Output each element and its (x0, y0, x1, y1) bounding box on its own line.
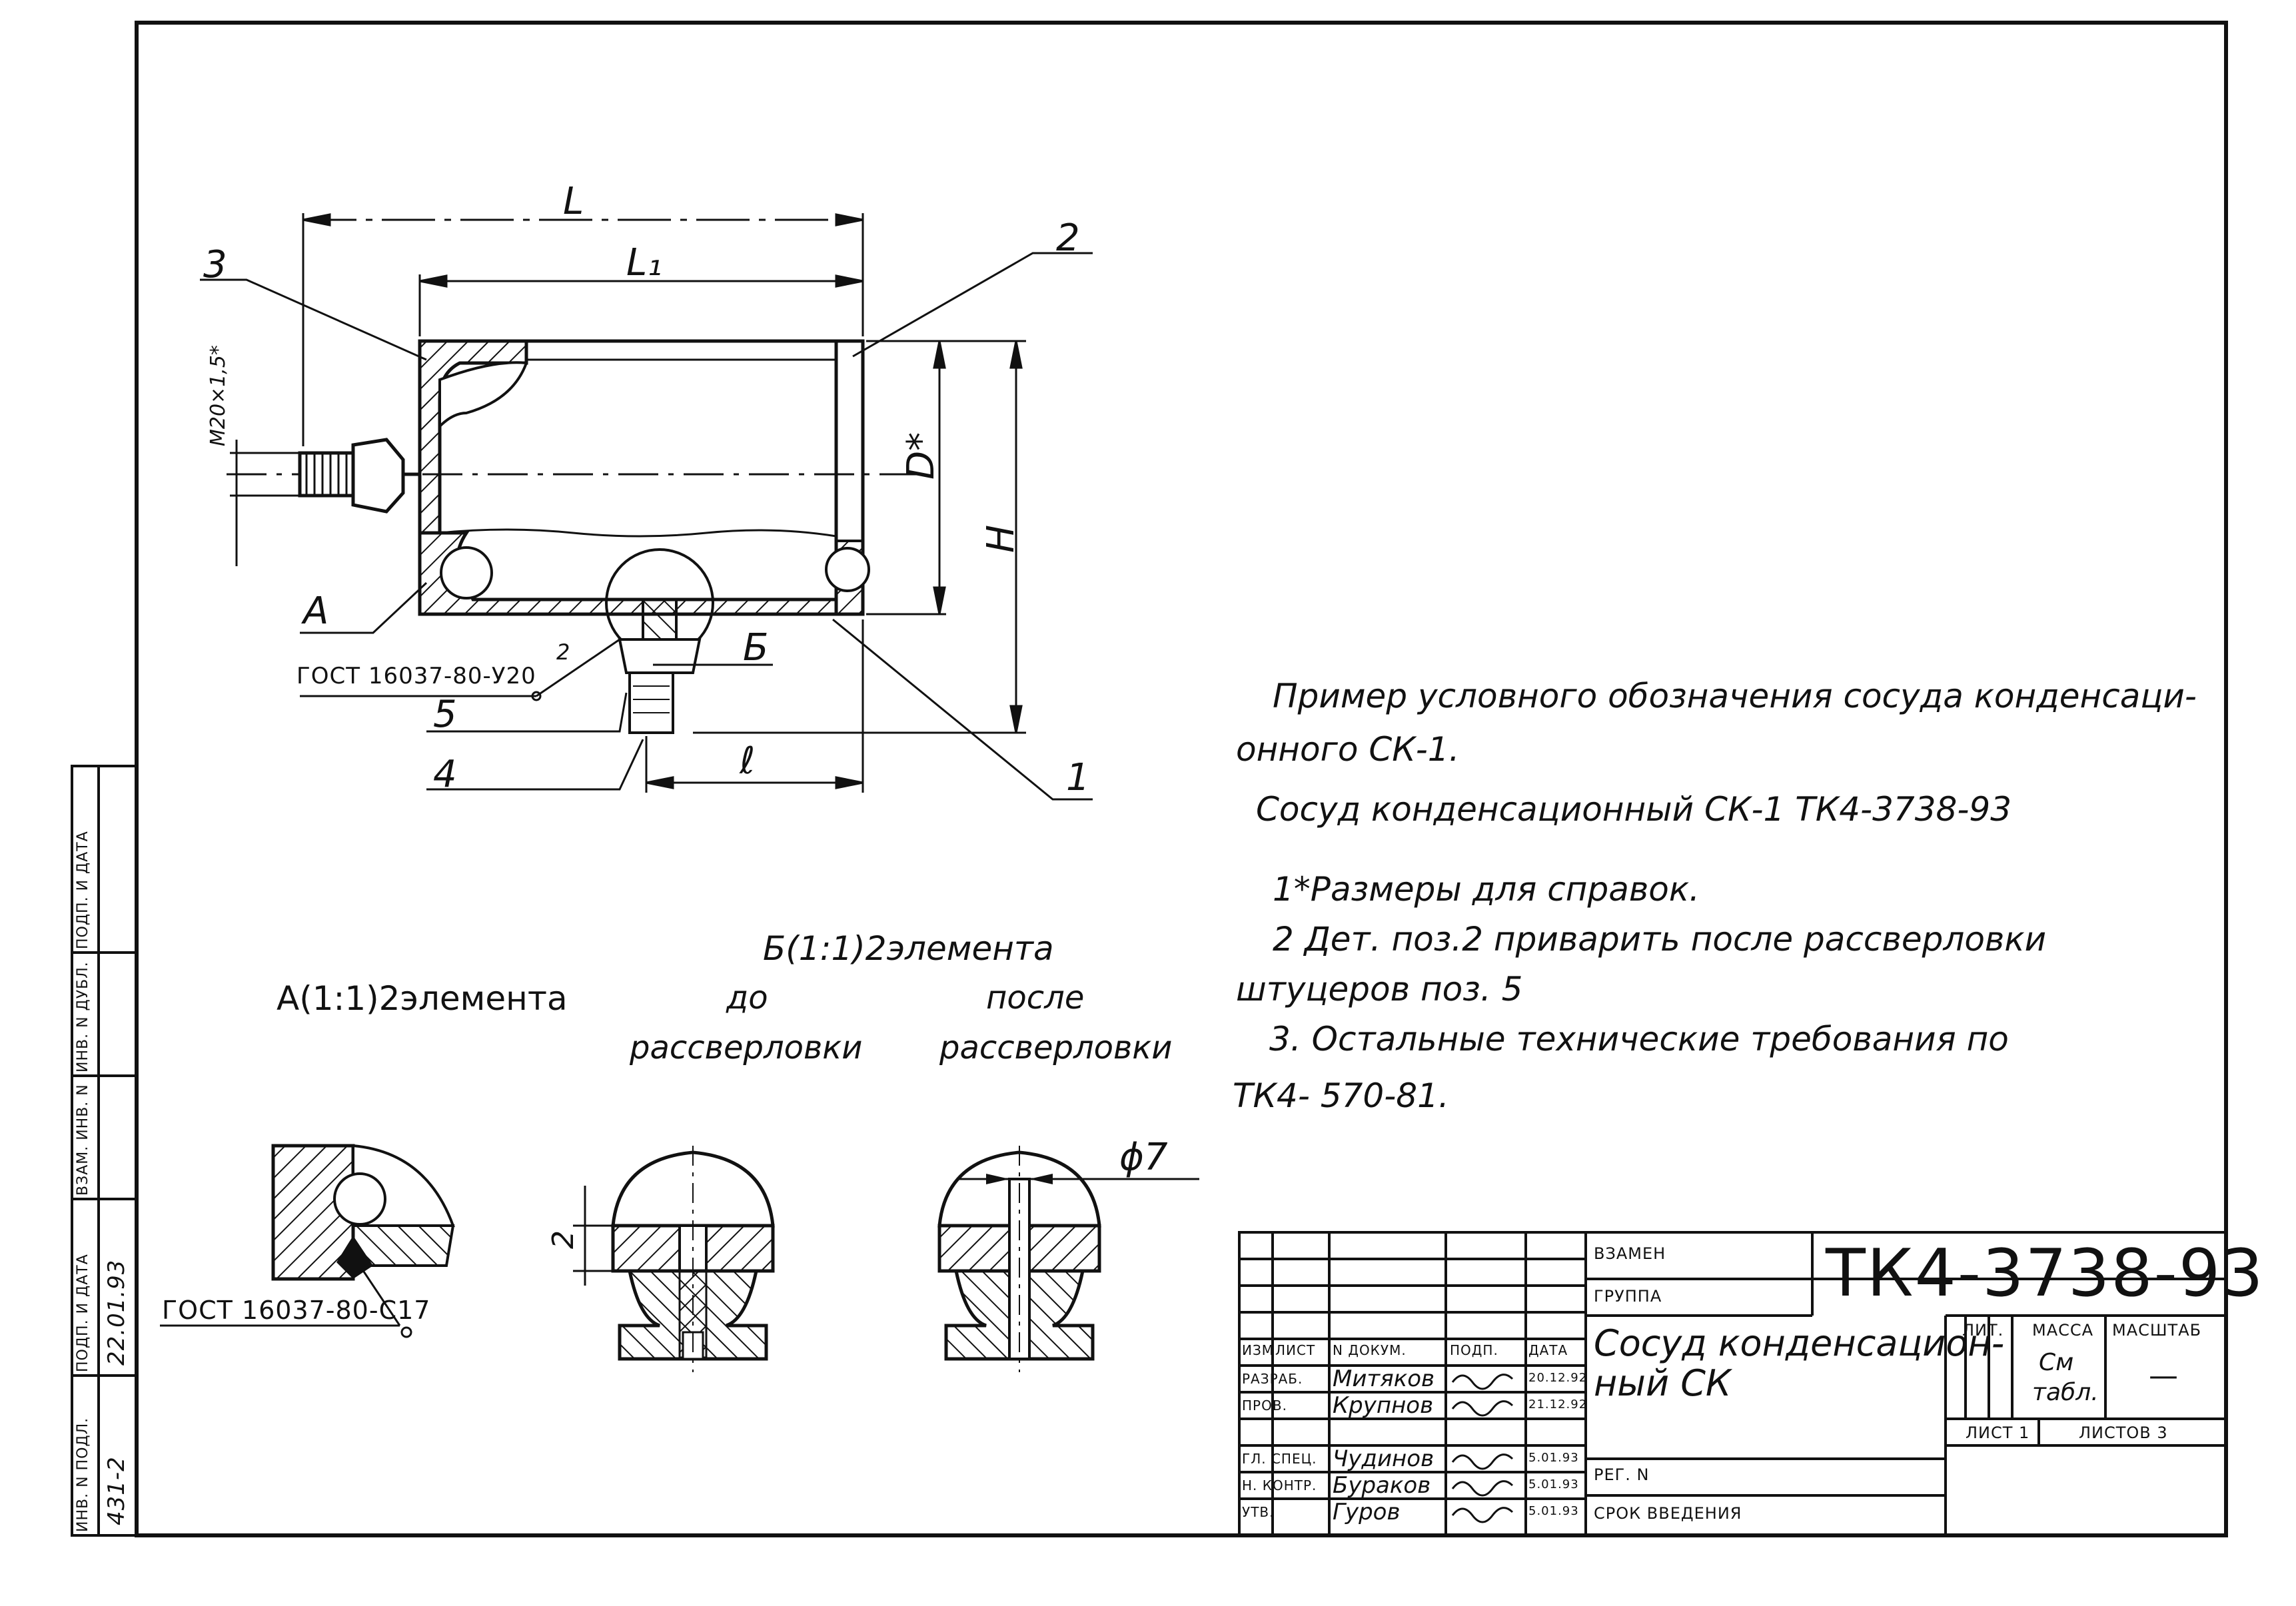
dimension-lines (230, 213, 1026, 793)
tb-lit: ЛИТ. (1962, 1321, 2004, 1340)
callout-1: 1 (1066, 756, 1090, 799)
detail-a-view (271, 1144, 455, 1281)
sidebar-podp-data-2: ПОДП. И ДАТА (75, 831, 91, 949)
dim-small-l: ℓ (740, 739, 756, 783)
tb-masshtab: МАСШТАБ (2112, 1321, 2202, 1340)
title-block-grid (1238, 1231, 2227, 1537)
callout-a: A (303, 590, 329, 633)
tb-row-name: Крупнов (1333, 1392, 1434, 1419)
tb-row-name: Бураков (1333, 1472, 1431, 1499)
tb-vzamen: ВЗАМЕН (1594, 1244, 1666, 1263)
tb-masshtab-value: — (2149, 1359, 2178, 1393)
tb-row-name: Митяков (1333, 1366, 1435, 1392)
view-label-after-2: рассверловки (939, 1029, 1173, 1066)
callout-2: 2 (1056, 216, 1080, 260)
dim-thread: M20×1,5* (207, 345, 230, 446)
tb-header-izm: ИЗМ (1242, 1342, 1275, 1358)
tb-gruppa: ГРУППА (1594, 1287, 1662, 1306)
tb-list: ЛИСТ 1 (1966, 1423, 2030, 1442)
tb-header-podp: ПОДП. (1450, 1342, 1498, 1358)
detail-b-before-view (573, 1146, 775, 1372)
note-example-line1: Пример условного обозначения сосуда конд… (1273, 677, 2197, 715)
note-3-line2: ТК4- 570-81. (1233, 1076, 1449, 1115)
tb-title-line2: ный СК (1594, 1362, 1732, 1404)
tb-row-role: РАЗРАБ. (1242, 1371, 1303, 1387)
note-2-line1: 2 Дет. поз.2 приварить после рассверловк… (1273, 920, 2047, 959)
sidebar-podp-data: ПОДП. И ДАТА (75, 1254, 91, 1372)
detail-b-after-view (937, 1146, 1199, 1372)
sidebar-stamp (71, 765, 138, 1537)
callout-4: 4 (433, 753, 457, 796)
tb-row-role: ГЛ. СПЕЦ. (1242, 1451, 1317, 1467)
callout-weld-small: 2 (556, 639, 570, 665)
tb-header-list: ЛИСТ (1275, 1342, 1316, 1358)
callout-5: 5 (433, 693, 457, 736)
tb-massa: МАССА (2032, 1321, 2094, 1340)
tb-header-dokum: N ДОКУМ. (1333, 1342, 1407, 1358)
view-title-b: Б(1:1)2элемента (763, 929, 1054, 968)
vessel-section (227, 339, 919, 734)
callout-weld-detail: ГОСТ 16037-80-С17 (162, 1296, 431, 1325)
view-title-a: A(1:1)2элемента (277, 979, 568, 1018)
tb-row-name: Чудинов (1333, 1445, 1435, 1472)
tb-srok: СРОК ВВЕДЕНИЯ (1594, 1504, 1742, 1523)
dim-two: 2 (546, 1230, 580, 1249)
tb-row-date: 5.01.93 (1528, 1504, 1579, 1518)
callout-3: 3 (203, 243, 227, 286)
signature-marks (1451, 1374, 1514, 1523)
note-1: 1*Размеры для справок. (1273, 870, 1700, 909)
sidebar-inv-value: 431-2 (103, 1456, 130, 1525)
tb-row-date: 20.12.92 (1528, 1371, 1588, 1385)
tb-row-date: 21.12.92 (1528, 1398, 1588, 1411)
view-label-before-2: рассверловки (630, 1029, 863, 1066)
tb-row-date: 5.01.93 (1528, 1477, 1579, 1491)
callout-weld-main: ГОСТ 16037-80-У20 (296, 663, 536, 689)
callout-b: Б (743, 626, 769, 669)
dim-d: D* (899, 432, 943, 480)
tb-title-line1: Сосуд конденсацион- (1594, 1322, 2005, 1364)
dim-phi7: ϕ7 (1119, 1136, 1168, 1179)
tb-doc-number: ТК4-3738-93 (1826, 1236, 2265, 1312)
sidebar-inv-dubl: ИНВ. N ДУБЛ. (75, 961, 91, 1072)
tb-row-role: Н. КОНТР. (1242, 1477, 1317, 1493)
sidebar-inv-podl: ИНВ. N ПОДЛ. (75, 1417, 91, 1532)
tb-listov: ЛИСТОВ 3 (2079, 1423, 2168, 1442)
tb-row-role: ПРОВ. (1242, 1398, 1287, 1413)
sidebar-date-value: 22.01.93 (103, 1259, 130, 1366)
sidebar-vzam-inv: ВЗАМ. ИНВ. N (75, 1084, 91, 1196)
tb-header-data: ДАТА (1528, 1342, 1568, 1358)
tb-reg: РЕГ. N (1594, 1465, 1650, 1484)
tb-row-name: Гуров (1333, 1499, 1401, 1525)
tb-massa-value-2: табл. (2032, 1379, 2099, 1406)
note-3-line1: 3. Остальные технические требования по (1269, 1020, 2009, 1058)
note-example-line2: онного СК-1. (1236, 730, 1460, 769)
view-label-after-1: после (986, 979, 1085, 1016)
dim-h: H (979, 524, 1023, 553)
view-label-before-1: до (726, 979, 768, 1016)
note-designation: Сосуд конденсационный СК-1 ТК4-3738-93 (1256, 790, 2012, 829)
leader-lines (160, 252, 1093, 1327)
dim-l1: L₁ (626, 241, 662, 284)
tb-row-role: УТВ. (1242, 1504, 1275, 1520)
tb-row-date: 5.01.93 (1528, 1451, 1579, 1465)
dim-l: L (563, 180, 584, 223)
tb-massa-value-1: См (2039, 1349, 2074, 1376)
note-2-line2: штуцеров поз. 5 (1236, 970, 1523, 1008)
